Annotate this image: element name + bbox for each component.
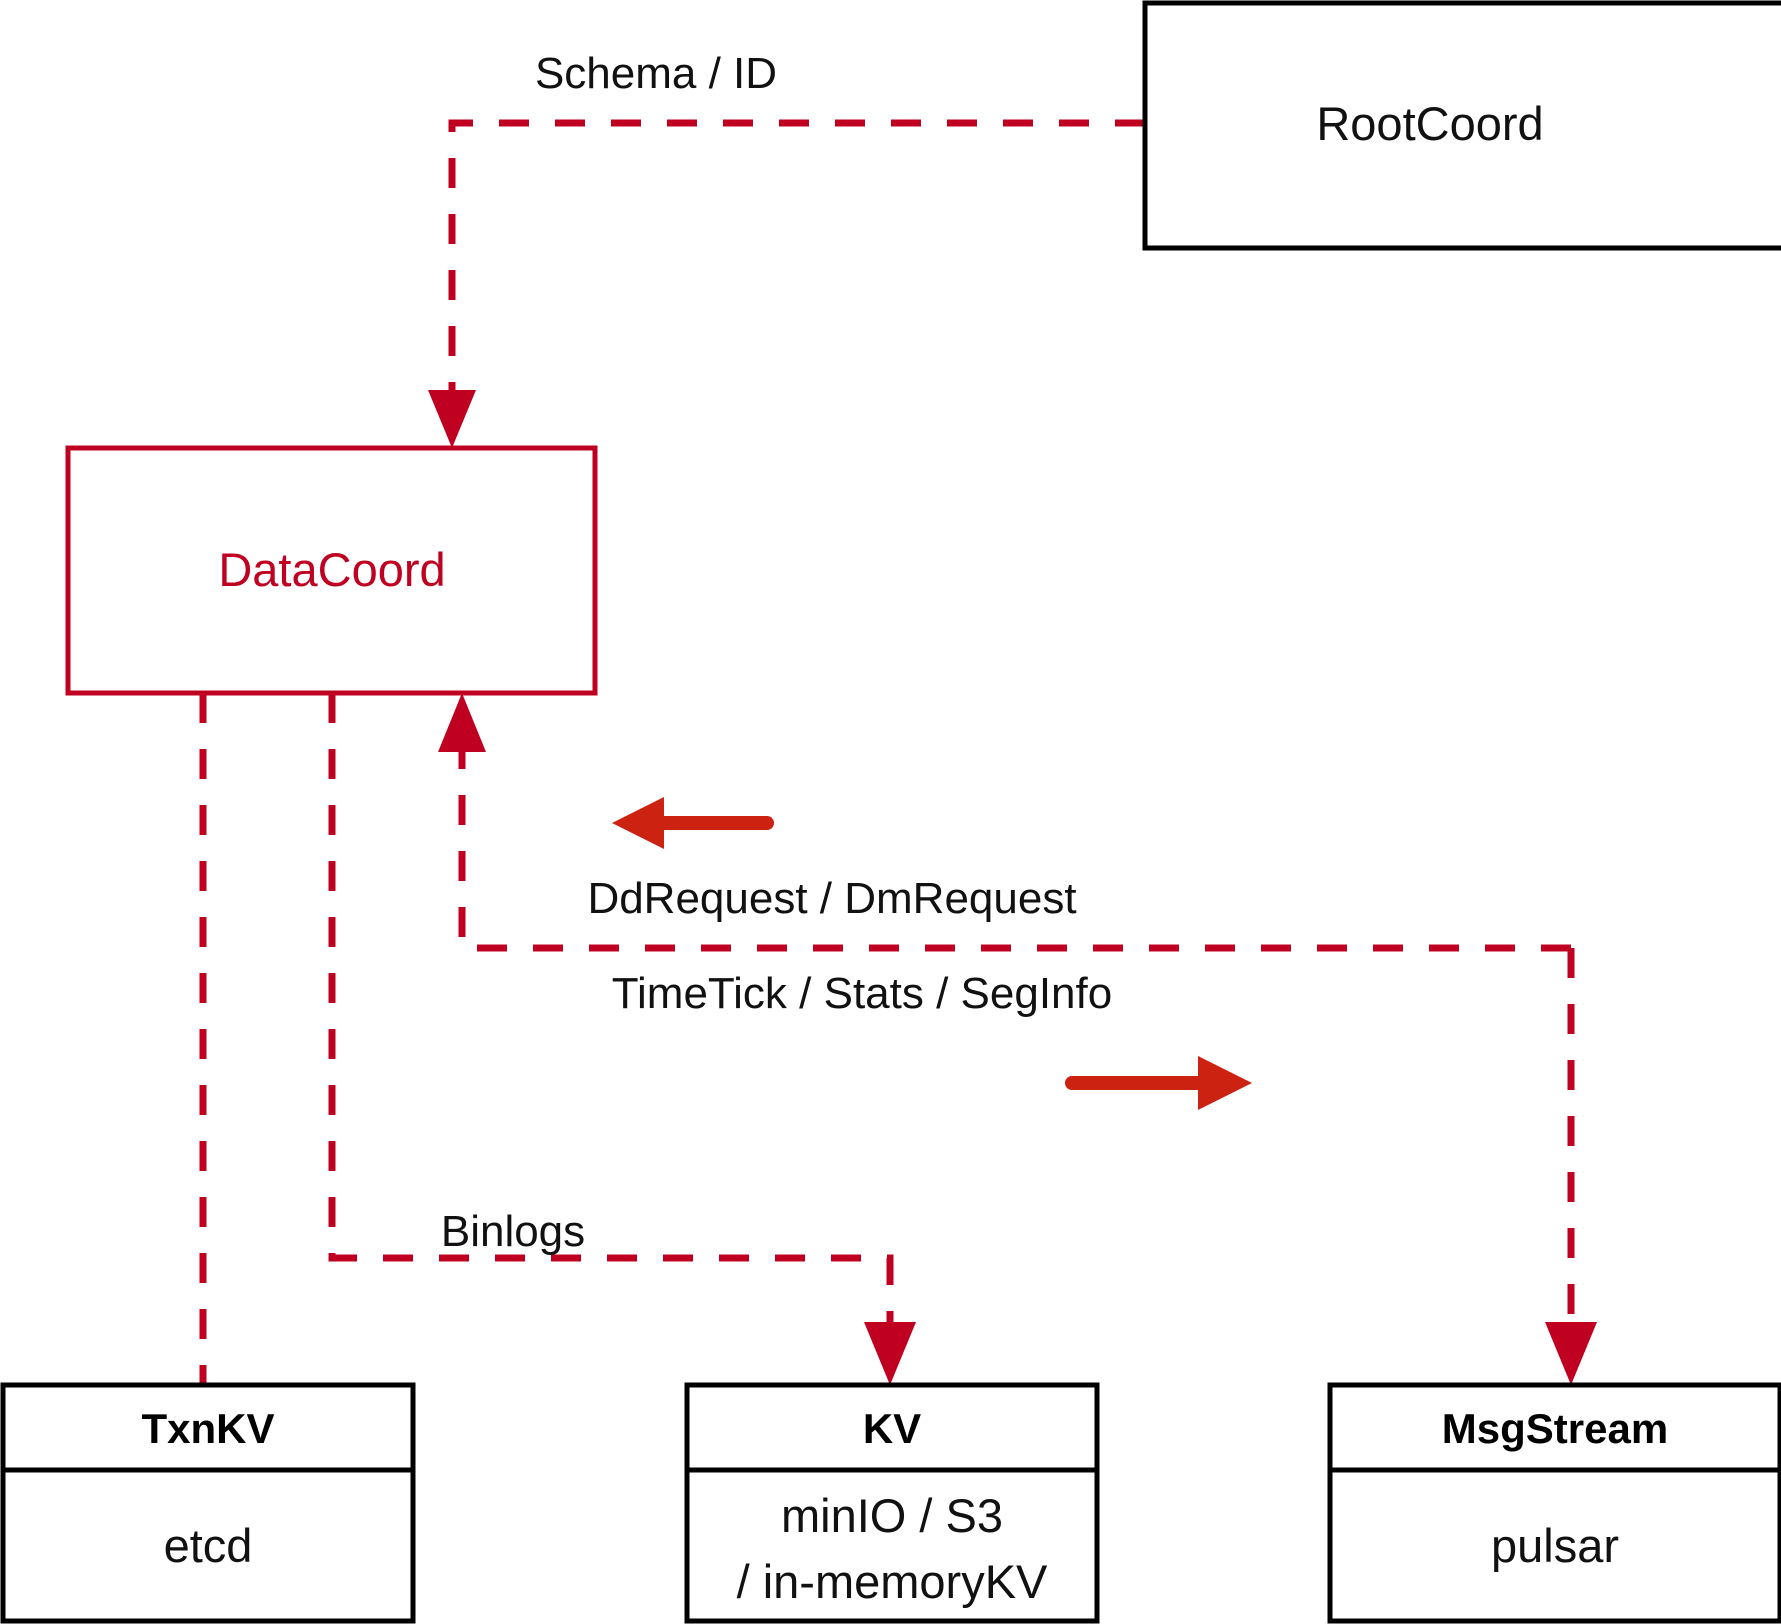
node-datacoord[interactable]: DataCoord <box>65 445 598 696</box>
node-kv-body-line1: minIO / S3 <box>781 1489 1003 1542</box>
edge-rootcoord-to-datacoord <box>428 119 1145 448</box>
node-msgstream-box[interactable] <box>1327 1382 1781 1624</box>
direction-arrow-right-head <box>1198 1056 1252 1110</box>
node-txnkv-header: TxnKV <box>141 1405 274 1452</box>
edge-datacoord-to-kv <box>328 693 916 1385</box>
edge-label-schema-id: Schema / ID <box>535 49 777 98</box>
node-txnkv-box[interactable] <box>0 1382 416 1624</box>
edge-datacoord-to-msgstream <box>1545 948 1597 1385</box>
node-kv[interactable]: KV minIO / S3 / in-memoryKV <box>684 1382 1100 1624</box>
node-txnkv-body: etcd <box>164 1519 253 1572</box>
edge-path-ddrequest-dmrequest <box>458 745 1571 952</box>
direction-arrow-left-head <box>612 797 664 849</box>
arrowhead-up-datacoord <box>438 693 486 752</box>
node-kv-header: KV <box>863 1405 921 1452</box>
arrowhead-down-msgstream <box>1545 1322 1597 1385</box>
arrowhead-down-datacoord <box>428 390 476 448</box>
edge-path-schema-id <box>448 119 1145 400</box>
node-datacoord-box[interactable] <box>65 445 598 696</box>
direction-arrow-left <box>612 797 774 849</box>
node-rootcoord[interactable]: RootCoord <box>1142 0 1781 251</box>
node-msgstream-body: pulsar <box>1491 1519 1619 1572</box>
edge-label-timetick-stats-seginfo: TimeTick / Stats / SegInfo <box>612 969 1112 1018</box>
node-msgstream[interactable]: MsgStream pulsar <box>1327 1382 1781 1624</box>
node-kv-body-line2: / in-memoryKV <box>737 1555 1048 1608</box>
edge-path-binlogs <box>328 693 894 1330</box>
arrowhead-down-kv <box>864 1322 916 1385</box>
edge-label-dd-dm-request: DdRequest / DmRequest <box>587 874 1076 923</box>
node-rootcoord-box[interactable] <box>1142 0 1781 251</box>
node-datacoord-label: DataCoord <box>218 543 445 596</box>
node-txnkv[interactable]: TxnKV etcd <box>0 1382 416 1624</box>
edge-msgstream-to-datacoord <box>438 693 1571 952</box>
node-msgstream-header: MsgStream <box>1442 1405 1668 1452</box>
direction-arrow-right <box>1065 1056 1252 1110</box>
edge-label-binlogs: Binlogs <box>441 1207 585 1256</box>
node-kv-box[interactable] <box>684 1382 1100 1624</box>
node-rootcoord-label: RootCoord <box>1316 97 1543 150</box>
